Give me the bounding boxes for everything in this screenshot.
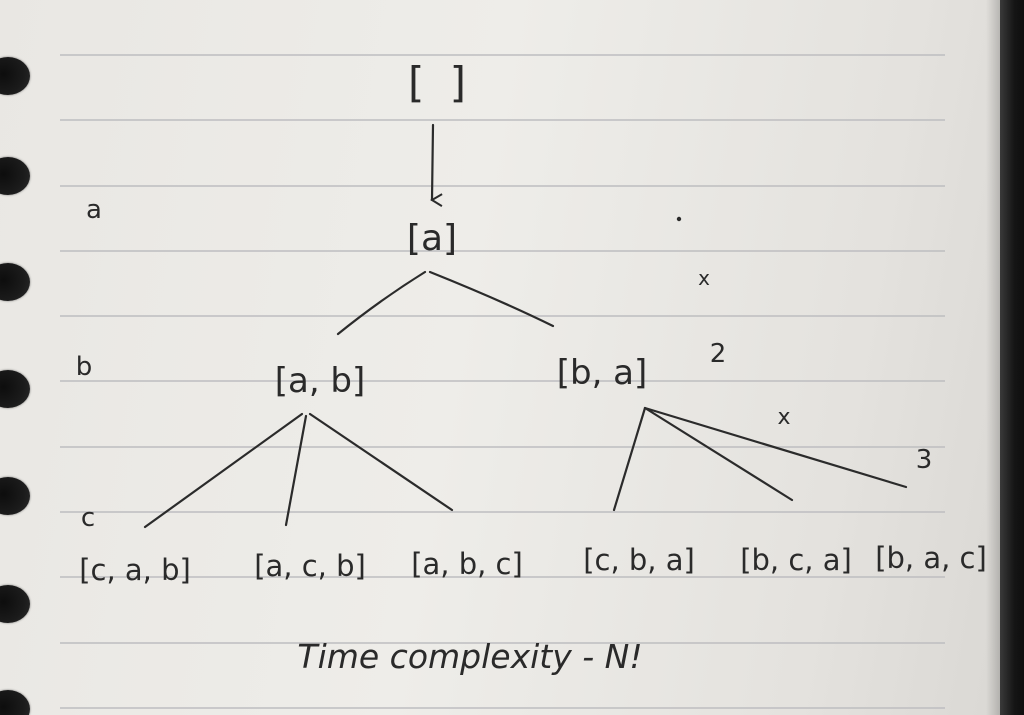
level-label-b: b (76, 352, 93, 382)
paper-edge-shadow (986, 0, 1000, 715)
node-a: [a] (407, 218, 457, 259)
node-cab: [c, a, b] (79, 553, 191, 587)
annotation-three: 3 (916, 445, 933, 475)
ink-dot (676, 216, 682, 222)
node-ba: [b, a] (557, 353, 648, 393)
node-bca: [b, c, a] (740, 543, 852, 577)
node-ab: [a, b] (275, 361, 366, 401)
edge-a-to-ba (428, 270, 555, 328)
edge-root-to-a (430, 123, 443, 207)
edge-ba-to-cba (612, 406, 647, 512)
level-label-c: c (81, 503, 95, 533)
edge-a-to-ab (336, 270, 427, 336)
level-label-a: a (86, 195, 102, 225)
time-complexity-note: Time complexity - N! (297, 637, 642, 676)
edge-ba-to-bca (643, 406, 794, 502)
node-bac: [b, a, c] (875, 541, 987, 575)
edge-ab-to-cab (143, 412, 304, 529)
annotation-x-upper: x (698, 266, 710, 290)
node-cba: [c, b, a] (583, 543, 695, 577)
edge-ba-to-bac (643, 406, 908, 489)
permutation-tree: [ ] [a] [a, b] [b, a] [c, a, b] [a, c, b… (76, 58, 987, 676)
annotation-x-lower: x (777, 405, 790, 430)
ruled-lines (60, 54, 945, 709)
edge-ab-to-acb (284, 414, 308, 527)
annotation-two: 2 (710, 339, 727, 369)
node-root: [ ] (408, 58, 472, 107)
node-abc: [a, b, c] (411, 547, 523, 581)
edge-ab-to-abc (308, 412, 454, 512)
node-acb: [a, c, b] (254, 549, 366, 583)
table-edge (1000, 0, 1024, 715)
